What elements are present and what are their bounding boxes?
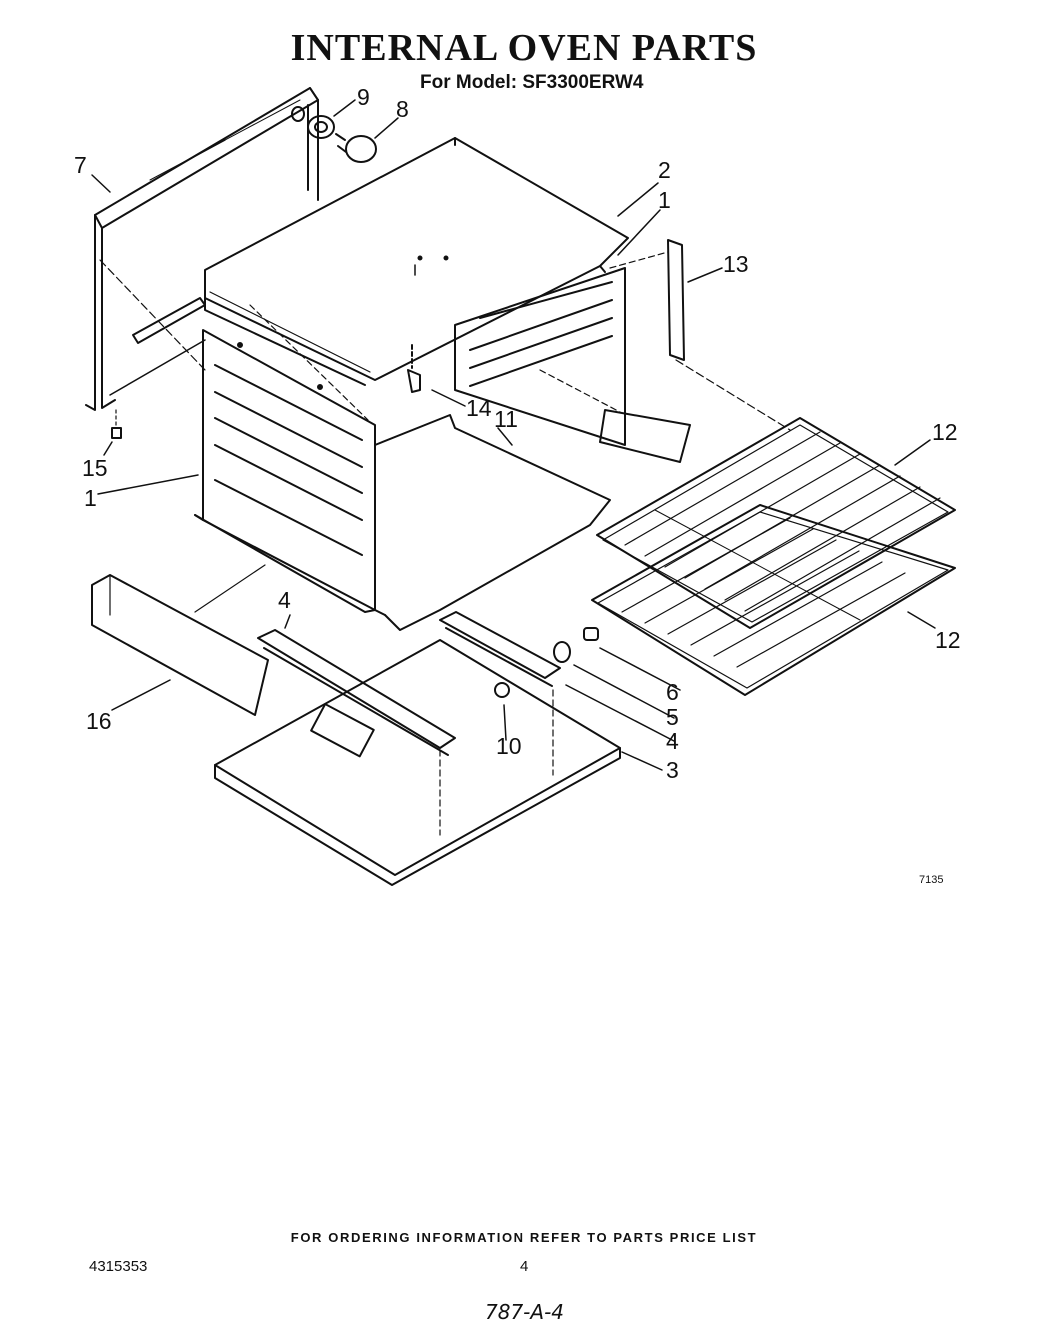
- oven-rack-upper: [596, 417, 956, 629]
- front-trim-part: [91, 564, 269, 716]
- page-number: 4: [520, 1258, 529, 1275]
- left-side-liner-part: [194, 304, 376, 613]
- figure-code: 7135: [919, 874, 943, 886]
- callout-5: 5: [666, 704, 679, 730]
- callout-15: 15: [82, 455, 108, 481]
- rear-panel-part: [85, 87, 319, 411]
- callout-2: 2: [658, 157, 671, 183]
- right-side-liner-part: [454, 267, 691, 463]
- callout-6: 6: [666, 679, 679, 705]
- top-liner-part: [204, 137, 629, 386]
- page-title: INTERNAL OVEN PARTS: [290, 27, 758, 69]
- side-strip-part: [609, 239, 791, 431]
- support-rail-left: [257, 629, 456, 756]
- valve-parts: [494, 627, 599, 698]
- callout-4-left: 4: [278, 587, 291, 613]
- ordering-note: FOR ORDERING INFORMATION REFER TO PARTS …: [290, 1230, 758, 1245]
- oven-rack-lower: [591, 504, 956, 696]
- callout-3: 3: [666, 757, 679, 783]
- screw-part: [111, 409, 122, 439]
- alignment-lines: [439, 369, 621, 836]
- callout-7: 7: [74, 152, 87, 178]
- callout-12-upper: 12: [932, 419, 958, 445]
- support-rail-right: [439, 611, 561, 687]
- callout-labels: 7 9 8 2 1 13 14 11 12 15 1 4 12 6 16 5 4…: [74, 84, 961, 886]
- base-panel-part: [214, 639, 621, 886]
- clip-part: [407, 344, 421, 393]
- oven-light-part: [291, 106, 377, 163]
- callout-4-right: 4: [666, 728, 679, 754]
- callout-10: 10: [496, 733, 522, 759]
- callout-11: 11: [494, 406, 518, 432]
- callout-16: 16: [86, 708, 112, 734]
- callout-1-left: 1: [84, 485, 97, 511]
- handwritten-note: 787-A-4: [485, 1300, 565, 1324]
- callout-9: 9: [357, 84, 370, 110]
- callout-13: 13: [723, 251, 749, 277]
- oven-bottom-part: [374, 414, 611, 631]
- callout-12-lower: 12: [935, 627, 961, 653]
- callout-14: 14: [466, 395, 492, 421]
- leader-lines: [91, 99, 936, 771]
- callout-8: 8: [396, 96, 409, 122]
- document-number: 4315353: [89, 1258, 148, 1275]
- model-subtitle: For Model: SF3300ERW4: [420, 72, 644, 93]
- callout-1-top: 1: [658, 187, 671, 213]
